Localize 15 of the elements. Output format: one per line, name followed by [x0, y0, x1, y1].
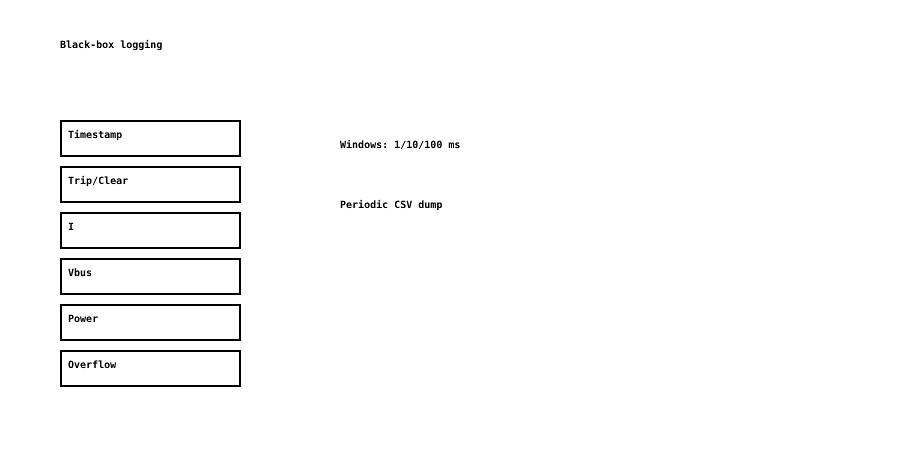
- field-box: [60, 212, 241, 249]
- field-box: [60, 350, 241, 387]
- field-box: [60, 304, 241, 341]
- field-label: Power: [68, 314, 98, 325]
- field-label: Trip/Clear: [68, 176, 128, 187]
- field-label: Overflow: [68, 360, 116, 371]
- field-label: Timestamp: [68, 130, 122, 141]
- field-box: [60, 166, 241, 203]
- diagram-title: Black-box logging: [60, 40, 162, 51]
- field-label: I: [68, 222, 74, 233]
- field-label: Vbus: [68, 268, 92, 279]
- field-box: [60, 258, 241, 295]
- field-box: [60, 120, 241, 157]
- note-text: Periodic CSV dump: [340, 200, 442, 211]
- note-text: Windows: 1/10/100 ms: [340, 140, 460, 151]
